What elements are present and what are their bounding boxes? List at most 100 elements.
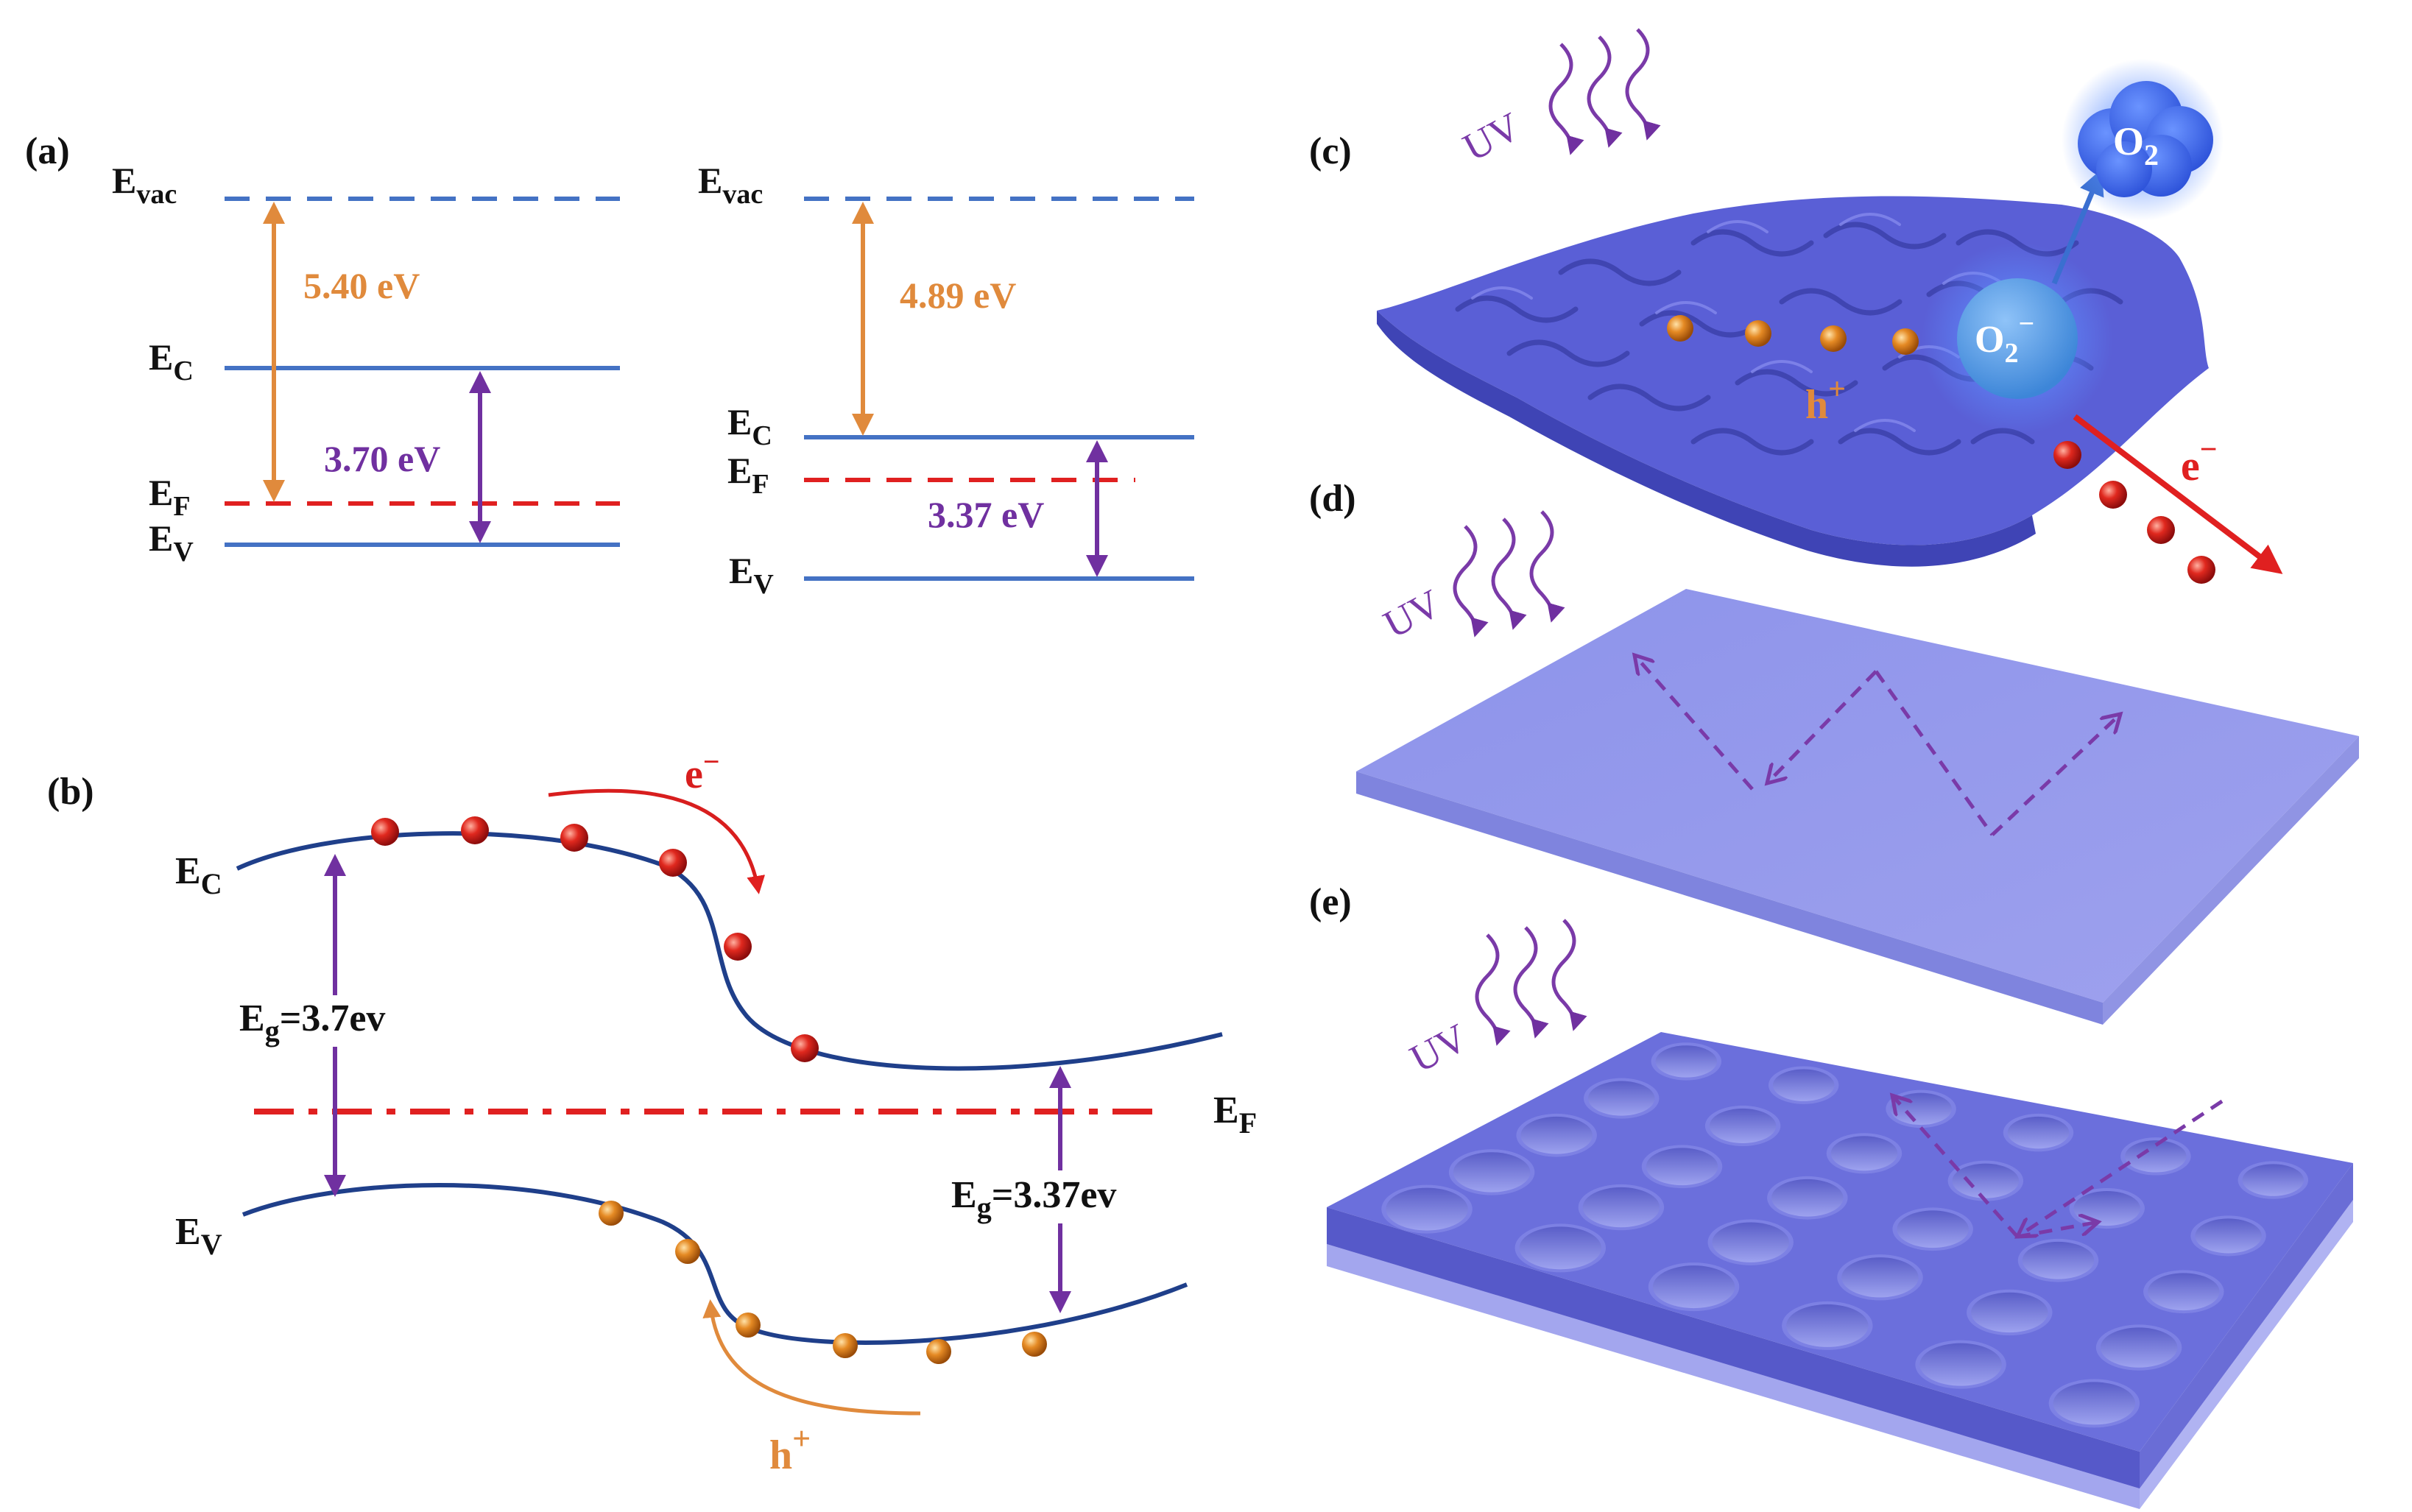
panel-d: (d) UV [1309, 478, 2359, 1025]
patterned-film-front [1327, 1207, 2140, 1488]
panel-b-label: (b) [47, 771, 94, 813]
nano-hole [1519, 1226, 1602, 1270]
flat-film-front [1356, 771, 2103, 1025]
nano-hole [1582, 1187, 1660, 1228]
light-scattering-path-d [1635, 655, 2120, 836]
evac-label-right: Evac [698, 160, 763, 210]
band-gap-value-left: 3.70 eV [324, 438, 440, 479]
uv-label-d: UV [1376, 581, 1447, 647]
hole-label-b: h+ [769, 1421, 811, 1478]
nano-hole [1520, 1116, 1593, 1154]
nano-hole [1971, 1292, 2048, 1333]
uv-wave [1513, 926, 1549, 1039]
panel-c: (c) UV [1309, 28, 2283, 584]
panel-d-label: (d) [1309, 478, 1356, 520]
hole-flow-arrow [702, 1299, 921, 1416]
nano-hole [1830, 1136, 1898, 1171]
hole-particle [736, 1313, 761, 1338]
uv-wave [1453, 525, 1489, 637]
nano-hole [2195, 1218, 2262, 1254]
hole-particle [599, 1201, 624, 1226]
hole-label-c: h+ [1805, 372, 1846, 428]
electron-particle [2053, 441, 2081, 469]
electrons-b [371, 816, 819, 1062]
electron-label-c: e− [2181, 433, 2218, 490]
eg-right-label-bg [947, 1170, 1182, 1223]
light-trapping-path-e [1892, 1095, 2224, 1239]
electron-escape-arrow [2073, 414, 2283, 574]
ef-label-left: EF [149, 472, 191, 522]
holes-b [599, 1201, 1047, 1364]
nano-hole [1453, 1152, 1531, 1193]
hole-particle [1022, 1332, 1047, 1357]
electron-particle [724, 933, 752, 961]
nano-hole [2022, 1241, 2095, 1279]
uv-wave [1548, 43, 1584, 155]
nano-hole [1655, 1045, 1718, 1078]
panel-a: (a) Evac EC EF EV 5.40 eV 3.70 eV Evac E… [25, 130, 1194, 600]
trap-ray [2017, 1222, 2098, 1239]
electron-particle [791, 1034, 819, 1062]
trap-ray [2017, 1099, 2224, 1237]
ev-label-right: EV [729, 550, 774, 600]
substrate-side [2140, 1200, 2353, 1509]
flat-film [1356, 589, 2359, 1025]
holes-c [1667, 315, 1919, 355]
panel-b: (b) EC EV EF Eg=3.7ev Eg=3.37ev e− h+ [47, 745, 1257, 1478]
nano-hole [1890, 1092, 1952, 1126]
panel-e: (e) UV [1309, 881, 2353, 1509]
nano-hole [1587, 1081, 1655, 1116]
hole-particle [926, 1339, 951, 1364]
nano-hole [2007, 1116, 2070, 1149]
nano-hole [1712, 1222, 1789, 1262]
work-function-value-right: 4.89 eV [900, 275, 1016, 316]
nano-holes [1381, 1042, 2309, 1428]
electron-flow-arrow [548, 788, 766, 894]
nano-hole [1652, 1265, 1735, 1309]
ev-label-b: EV [175, 1211, 222, 1261]
patterned-film [1327, 1032, 2353, 1509]
electron-particle [2187, 556, 2215, 584]
o2-minus-label: O2− [1975, 308, 2034, 369]
scatter-ray [1874, 670, 1995, 836]
nano-hole [1646, 1148, 1718, 1186]
work-function-value-left: 5.40 eV [303, 265, 420, 306]
patterned-film-side [2140, 1163, 2353, 1488]
conduction-band-curve [236, 831, 1223, 1071]
substrate-front [1327, 1244, 2140, 1509]
nano-hole [1772, 1069, 1835, 1101]
nano-hole [2125, 1140, 2187, 1173]
electrons-c [2053, 441, 2215, 584]
hole-particle [1667, 315, 1693, 342]
nano-hole [1919, 1343, 2002, 1386]
ec-label-right: EC [727, 401, 772, 451]
band-gap-value-right: 3.37 eV [928, 494, 1044, 535]
hole-particle [833, 1333, 858, 1358]
trap-ray [1892, 1095, 2019, 1238]
flat-film-top [1356, 589, 2359, 1003]
hole-particle [675, 1239, 700, 1264]
uv-wave [1491, 517, 1527, 630]
nano-hole [1771, 1179, 1844, 1217]
nano-hole [1897, 1210, 1969, 1248]
uv-wave [1625, 28, 1661, 141]
scatter-ray [1991, 714, 2120, 836]
o2-cloud [2078, 81, 2213, 197]
eg-left-label: Eg=3.7ev [239, 997, 385, 1048]
o2-minus-ball [1957, 278, 2078, 399]
uv-wave [1529, 510, 1565, 623]
uv-label-e: UV [1403, 1015, 1474, 1081]
electron-particle [461, 816, 489, 844]
nano-hole [1786, 1304, 1869, 1347]
panel-e-label: (e) [1309, 881, 1352, 923]
hole-particle [1892, 328, 1919, 355]
nano-hole [2100, 1327, 2178, 1368]
uv-label-c: UV [1456, 104, 1527, 170]
panel-c-label: (c) [1309, 130, 1352, 172]
electron-particle [2099, 481, 2127, 509]
panel-a-label: (a) [25, 130, 70, 172]
electron-particle [371, 818, 399, 846]
electron-particle [2147, 516, 2175, 544]
film-edge-shadow [1377, 311, 2036, 567]
electron-particle [659, 849, 687, 877]
